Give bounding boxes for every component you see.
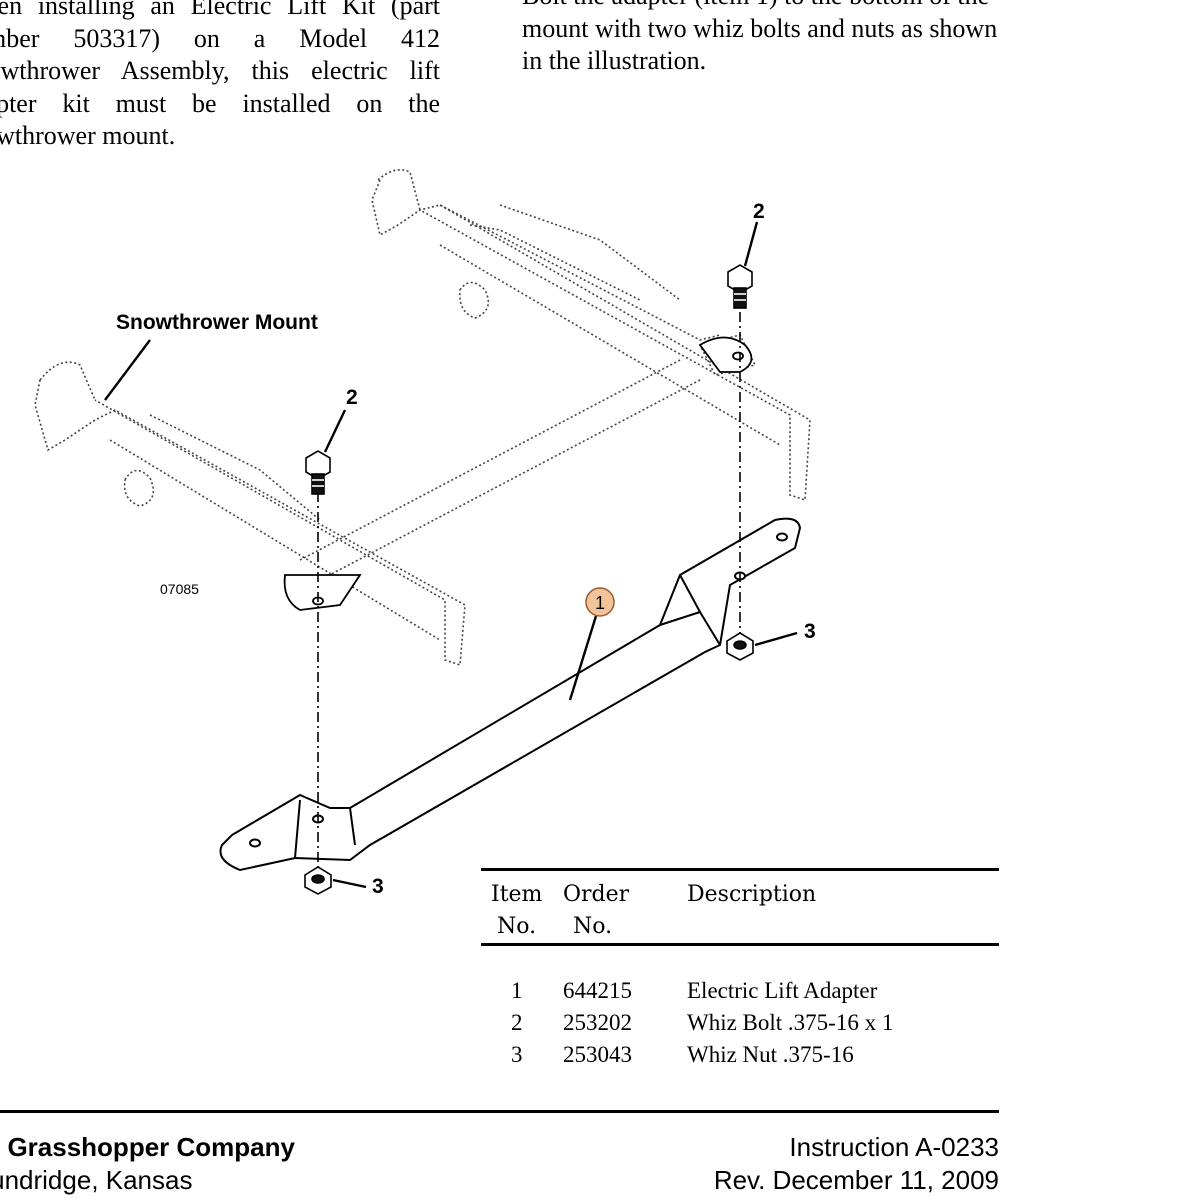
mount-tab-front <box>283 574 362 611</box>
whiz-nut-rear <box>726 632 754 661</box>
footer-revision: Rev. December 11, 2009 <box>713 1165 999 1195</box>
whiz-bolt-rear <box>727 264 753 309</box>
alignment-lines <box>317 312 741 870</box>
row-item: 1 <box>511 978 523 1003</box>
intro-left-text: When installing an Electric Lift Kit (pa… <box>0 0 440 150</box>
footer-company: The Grasshopper Company <box>0 1132 295 1162</box>
table-row: 3 253043 Whiz Nut .375-16 <box>481 1042 999 1074</box>
callout-nut-rear: 3 <box>804 620 816 643</box>
parts-table: Item No. Order No. Description 1 644215 … <box>481 868 999 1074</box>
header-item-line1: Item <box>491 882 543 907</box>
whiz-bolt-front <box>305 450 331 495</box>
table-header: Item No. Order No. Description <box>481 871 999 943</box>
footer-location: Moundridge, Kansas <box>0 1165 193 1195</box>
mount-label: Snowthrower Mount <box>116 311 318 334</box>
header-order-line1: Order <box>563 882 630 907</box>
figure-number: 07085 <box>160 581 199 597</box>
footer-instruction: Instruction A-0233 <box>789 1132 999 1162</box>
electric-lift-adapter-drawing <box>219 517 802 872</box>
mount-tab-rear <box>698 336 753 373</box>
adapter-callout-circle <box>585 587 615 617</box>
table-top-rule <box>481 868 999 871</box>
row-description: Whiz Nut .375-16 <box>687 1042 854 1067</box>
table-row: 2 253202 Whiz Bolt .375-16 x 1 <box>481 1010 999 1042</box>
leader-lines <box>104 221 798 889</box>
header-item-line2: No. <box>497 914 537 939</box>
whiz-nut-front <box>304 866 332 895</box>
callout-adapter: 1 <box>595 593 605 613</box>
callout-nut-front: 3 <box>372 875 384 898</box>
footer-rule <box>0 1110 999 1113</box>
table-header-rule <box>481 943 999 946</box>
header-order-line2: No. <box>573 914 613 939</box>
header-description: Description <box>687 882 817 907</box>
callout-bolt-rear: 2 <box>753 200 765 223</box>
intro-right-text: Bolt the adapter (item 1) to the bottom … <box>522 0 998 75</box>
row-description: Whiz Bolt .375-16 x 1 <box>687 1010 894 1035</box>
table-row: 1 644215 Electric Lift Adapter <box>481 978 999 1010</box>
row-order: 253202 <box>563 1010 632 1035</box>
row-item: 3 <box>511 1042 523 1067</box>
callout-bolt-front: 2 <box>346 386 358 409</box>
row-order: 253043 <box>563 1042 632 1067</box>
row-description: Electric Lift Adapter <box>687 978 878 1003</box>
row-order: 644215 <box>563 978 632 1003</box>
row-item: 2 <box>511 1010 523 1035</box>
